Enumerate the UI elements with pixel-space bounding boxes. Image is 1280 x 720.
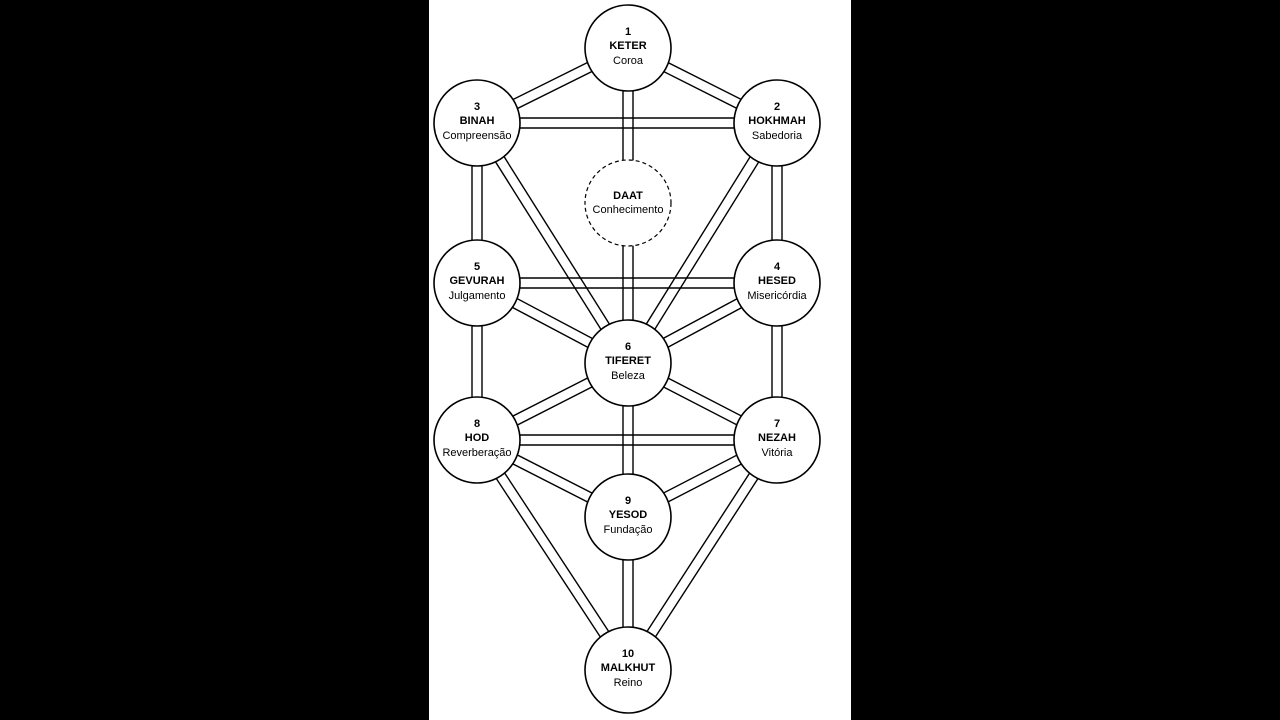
sephirah-number: 4	[774, 261, 781, 273]
sephirah-circle	[733, 396, 821, 484]
daat-name: DAAT	[613, 190, 643, 202]
sephirah-meaning: Julgamento	[449, 290, 506, 302]
path-hod-malkhut	[472, 436, 633, 674]
sephirah-number: 6	[625, 341, 631, 353]
sephirah-number: 8	[474, 418, 480, 430]
path-rail	[631, 125, 782, 367]
sephirah-number: 2	[774, 101, 780, 113]
sephirah-name: YESOD	[609, 509, 648, 521]
sephirah-meaning: Coroa	[613, 55, 644, 67]
sephirah-number: 5	[474, 261, 480, 273]
sephirah-name: GEVURAH	[449, 275, 504, 287]
path-rail	[472, 125, 625, 367]
path-hokhmah-binah	[477, 117, 777, 129]
sephirah-circle	[733, 79, 821, 167]
daat-meaning: Conhecimento	[593, 204, 664, 216]
sephirah-name: TIFERET	[605, 355, 651, 367]
sephirah-number: 10	[622, 648, 634, 660]
sephirah-circle	[584, 473, 672, 561]
path-rail	[623, 119, 774, 361]
path-hokhmah-tiferet	[623, 119, 782, 367]
sephirah-circle	[733, 239, 821, 327]
sephirah-meaning: Beleza	[611, 370, 646, 382]
sephirah-name: NEZAH	[758, 432, 796, 444]
sephirah-circle	[433, 396, 521, 484]
sephirah-circle	[433, 239, 521, 327]
path-rail	[472, 442, 625, 674]
sephirah-number: 9	[625, 495, 631, 507]
path-nezah-hod	[477, 434, 777, 446]
sephirah-name: MALKHUT	[601, 662, 656, 674]
daat-circle	[584, 159, 672, 247]
node-daat: DAAT Conhecimento	[584, 159, 672, 247]
path-nezah-malkhut	[623, 436, 782, 674]
sephirah-circle	[584, 319, 672, 407]
sephirah-number: 3	[474, 101, 480, 113]
path-rail	[480, 119, 633, 361]
sephirah-meaning: Reino	[614, 677, 643, 689]
path-hesed-gevurah	[477, 277, 777, 289]
sephirah-meaning: Compreensão	[442, 130, 511, 142]
sephirah-number: 1	[625, 26, 631, 38]
sephirah-meaning: Reverberação	[442, 447, 511, 459]
path-binah-tiferet	[472, 119, 633, 367]
sephirah-circle	[584, 4, 672, 92]
sephirah-meaning: Sabedoria	[752, 130, 803, 142]
sephirah-meaning: Vitória	[762, 447, 794, 459]
sephirah-circle	[433, 79, 521, 167]
sephirah-meaning: Misericórdia	[747, 290, 807, 302]
path-rail	[480, 436, 633, 668]
sephirah-meaning: Fundação	[604, 524, 653, 536]
sephirah-circle	[584, 626, 672, 714]
sephirah-name: BINAH	[460, 115, 495, 127]
sephirah-number: 7	[774, 418, 780, 430]
sephirah-name: HESED	[758, 275, 796, 287]
sephirah-name: HOD	[465, 432, 490, 444]
sephirah-name: KETER	[609, 40, 646, 52]
sephirah-name: HOKHMAH	[748, 115, 805, 127]
path-rail	[631, 442, 782, 674]
path-rail	[623, 436, 774, 668]
